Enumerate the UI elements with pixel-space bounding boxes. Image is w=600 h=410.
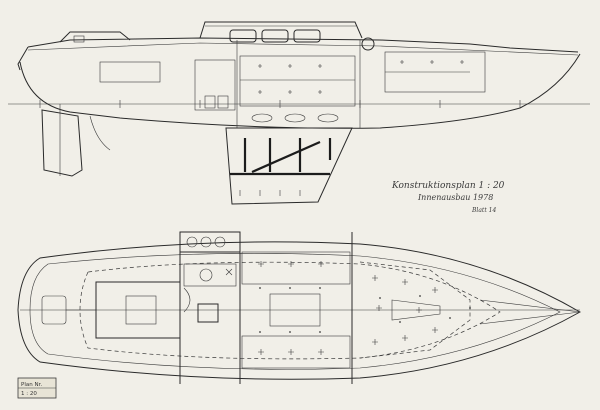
transom bbox=[17, 46, 29, 71]
deck-line bbox=[27, 42, 579, 56]
rudder bbox=[41, 109, 83, 177]
skeg-line bbox=[89, 115, 111, 151]
settee-starboard bbox=[241, 335, 351, 369]
quarter-berth bbox=[99, 61, 161, 83]
deck-edge-plan bbox=[29, 253, 561, 370]
keel bbox=[225, 127, 353, 205]
cushion-cross-markers bbox=[258, 261, 438, 355]
title-line-2: Innenausbau 1978 bbox=[417, 193, 493, 202]
keel-hatching bbox=[239, 190, 301, 196]
locker-opening-3 bbox=[317, 113, 339, 123]
cabin-trunk bbox=[199, 21, 363, 39]
keel-diagonal bbox=[251, 140, 321, 174]
burner-3 bbox=[214, 236, 226, 248]
chain-locker bbox=[391, 299, 441, 321]
cockpit-coaming bbox=[59, 31, 131, 43]
galley-curve bbox=[183, 287, 191, 313]
locker-opening-1 bbox=[251, 113, 273, 123]
plan-stamp: Plan Nr. 1 : 20 bbox=[17, 377, 57, 399]
stamp-line-1: Plan Nr. bbox=[21, 382, 42, 388]
saloon-settee bbox=[239, 55, 356, 107]
forestay-port bbox=[479, 299, 581, 313]
side-profile-view bbox=[8, 21, 590, 205]
locker-opening-2 bbox=[284, 113, 306, 123]
cabin-window-1 bbox=[229, 29, 257, 43]
station-ticks bbox=[39, 100, 521, 108]
forestay-starboard bbox=[479, 311, 581, 325]
tap-icon bbox=[225, 268, 233, 276]
deck-plan-view bbox=[17, 231, 582, 384]
cabin-window-2 bbox=[261, 29, 289, 43]
galley-drawer-2 bbox=[217, 95, 229, 109]
title-line-3: Blatt 14 bbox=[471, 207, 496, 214]
burner-1 bbox=[186, 236, 198, 248]
fastening-dots bbox=[259, 287, 471, 333]
coaming-dashed bbox=[79, 261, 501, 360]
hull-bottom bbox=[19, 53, 581, 129]
v-berth-outline bbox=[359, 261, 471, 359]
sheer-line bbox=[27, 37, 579, 53]
saloon-table bbox=[269, 293, 321, 327]
sink-basin bbox=[199, 268, 213, 282]
cushion-markers bbox=[258, 60, 464, 94]
title-block: Konstruktionsplan 1 : 20 Innenausbau 197… bbox=[391, 181, 505, 214]
porthole bbox=[361, 37, 375, 51]
burner-2 bbox=[200, 236, 212, 248]
stove-top bbox=[179, 231, 241, 253]
companionway-step bbox=[197, 303, 219, 323]
sink-unit bbox=[183, 263, 237, 287]
galley-unit bbox=[194, 59, 236, 111]
winch-block bbox=[73, 35, 85, 43]
stamp-line-2: 1 : 20 bbox=[21, 391, 37, 397]
settee-port bbox=[241, 251, 351, 285]
hull-outline-plan bbox=[17, 241, 582, 380]
cockpit-table bbox=[125, 295, 157, 325]
cabin-window-3 bbox=[293, 29, 321, 43]
title-line-1: Konstruktionsplan 1 : 20 bbox=[391, 181, 505, 191]
galley-drawer-1 bbox=[204, 95, 216, 109]
